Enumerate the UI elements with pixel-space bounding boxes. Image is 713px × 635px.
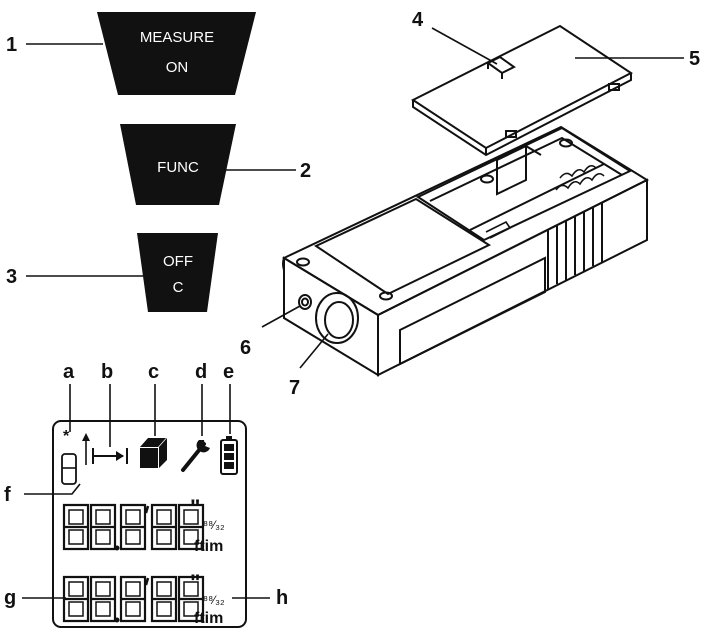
segment-digit bbox=[62, 575, 90, 623]
fraction-1: ⁸⁸⁄₃₂ bbox=[203, 518, 225, 532]
segment-digit-inner bbox=[183, 509, 199, 545]
callout-a: a bbox=[63, 361, 75, 383]
units-2: ftim bbox=[194, 610, 223, 627]
segment-digit bbox=[119, 503, 147, 551]
display-row-2 bbox=[62, 575, 205, 623]
callout-5: 5 bbox=[689, 48, 700, 70]
volume-box-icon bbox=[140, 438, 167, 468]
segment-digit bbox=[150, 503, 178, 551]
segment-apostrophe bbox=[144, 577, 150, 586]
button-measure-on-label-1: MEASURE bbox=[140, 29, 214, 46]
leader-7 bbox=[299, 333, 329, 369]
button-measure-on-label-2: ON bbox=[166, 59, 189, 76]
inch-mark-1: " bbox=[190, 495, 200, 520]
segment-apostrophe bbox=[144, 505, 150, 514]
segment-digit-inner bbox=[95, 581, 111, 617]
button-off-c-label-1: OFF bbox=[163, 253, 193, 270]
button-func-label: FUNC bbox=[157, 159, 199, 176]
button-measure-on[interactable]: MEASURE ON bbox=[97, 12, 256, 95]
callout-6: 6 bbox=[240, 337, 251, 359]
callout-7: 7 bbox=[289, 377, 300, 399]
segment-digit-inner bbox=[183, 581, 199, 617]
segment-dot bbox=[114, 617, 120, 623]
segment-digit bbox=[177, 575, 205, 623]
leader-6 bbox=[261, 305, 301, 328]
callout-1: 1 bbox=[6, 34, 17, 56]
callout-f: f bbox=[4, 484, 11, 506]
laser-icon: * bbox=[63, 428, 90, 465]
segment-digit-inner bbox=[68, 509, 84, 545]
callout-d: d bbox=[195, 361, 207, 383]
segment-digit-inner bbox=[156, 581, 172, 617]
callout-3: 3 bbox=[6, 266, 17, 288]
segment-digit-inner bbox=[156, 509, 172, 545]
leader-4 bbox=[431, 27, 498, 65]
reference-edge-icon bbox=[92, 448, 128, 464]
button-off-c-label-2: C bbox=[173, 279, 184, 296]
wrench-icon bbox=[181, 440, 210, 472]
button-func[interactable]: FUNC bbox=[120, 124, 236, 205]
callout-2: 2 bbox=[300, 160, 311, 182]
tripod-reference-icon bbox=[61, 453, 77, 485]
callout-h: h bbox=[276, 587, 288, 609]
segment-digit bbox=[62, 503, 90, 551]
callout-c: c bbox=[148, 361, 159, 383]
display-row-1 bbox=[62, 503, 205, 551]
battery-icon bbox=[220, 436, 238, 475]
button-off-c[interactable]: OFF C bbox=[137, 233, 218, 312]
segment-digit bbox=[150, 575, 178, 623]
units-1: ftim bbox=[194, 538, 223, 555]
callout-b: b bbox=[101, 361, 113, 383]
segment-digit-inner bbox=[125, 581, 141, 617]
fraction-2: ⁸⁸⁄₃₂ bbox=[203, 593, 225, 607]
segment-digit-inner bbox=[95, 509, 111, 545]
segment-dot bbox=[114, 545, 120, 551]
callout-4: 4 bbox=[412, 9, 424, 31]
callout-e: e bbox=[223, 361, 234, 383]
inch-mark-2: " bbox=[190, 570, 200, 595]
callout-g: g bbox=[4, 587, 16, 609]
segment-digit-inner bbox=[68, 581, 84, 617]
segment-digit-inner bbox=[125, 509, 141, 545]
device-drawing bbox=[281, 24, 650, 377]
svg-text:*: * bbox=[63, 428, 70, 445]
segment-digit bbox=[177, 503, 205, 551]
segment-digit bbox=[119, 575, 147, 623]
lcd-display bbox=[52, 420, 247, 628]
